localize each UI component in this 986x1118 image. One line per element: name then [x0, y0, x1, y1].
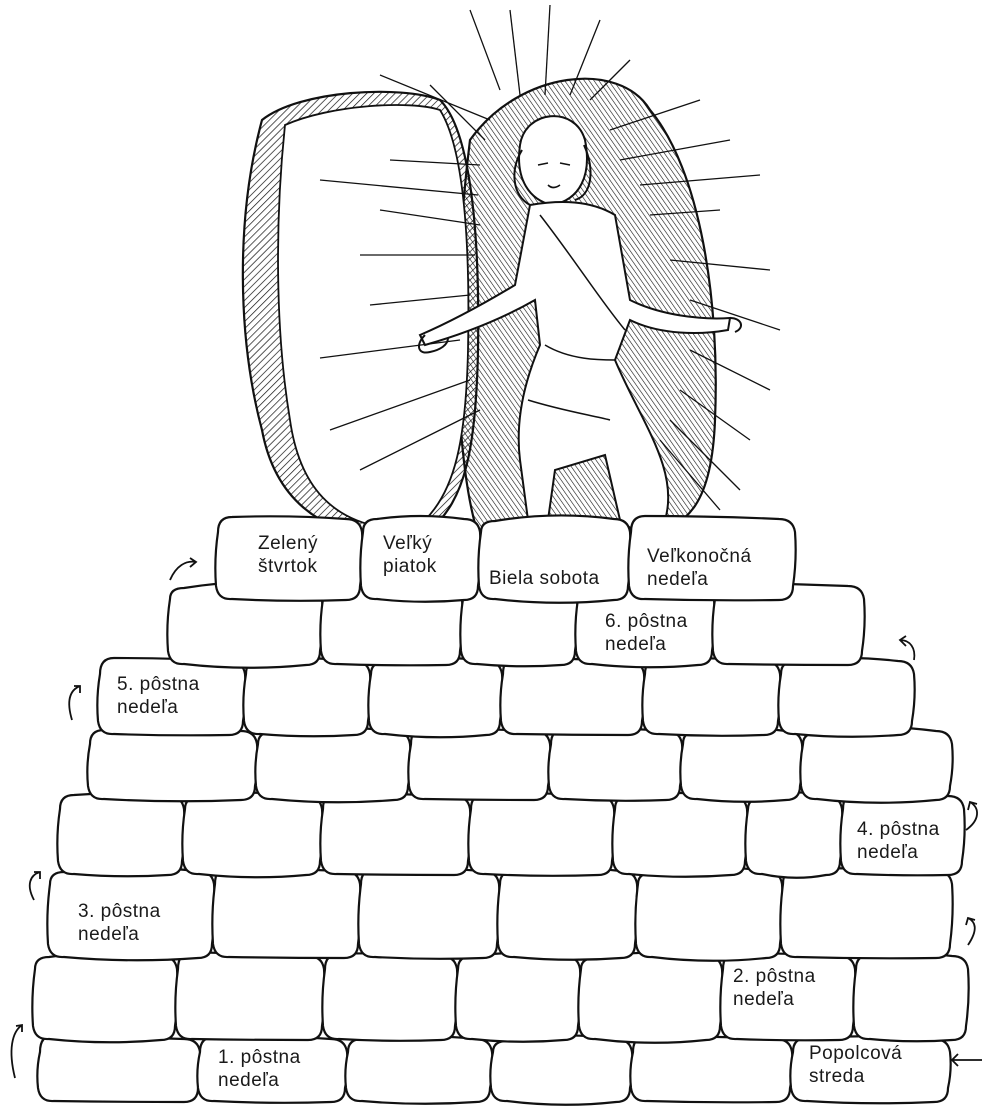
step-velkonocna-nedela-line-2: nedeľa [647, 568, 752, 591]
stone [578, 952, 722, 1042]
stone [635, 867, 782, 960]
stone [368, 658, 502, 738]
step-postna-4-line-2: nedeľa [857, 841, 940, 864]
stone [320, 792, 470, 875]
step-velky-piatok-line-2: piatok [383, 555, 437, 578]
stone [87, 728, 257, 801]
stone [497, 868, 637, 960]
stone [612, 793, 747, 877]
stone [37, 1035, 200, 1102]
step-postna-1-line-2: nedeľa [218, 1069, 301, 1092]
stone [358, 868, 499, 958]
step-postna-1-line-1: 1. pôstna [218, 1046, 301, 1069]
stone [455, 953, 580, 1042]
stone [548, 728, 682, 800]
stone [255, 728, 410, 803]
step-postna-2[interactable]: 2. pôstna nedeľa [733, 965, 816, 1011]
step-postna-3-line-2: nedeľa [78, 923, 161, 946]
stone [500, 657, 644, 735]
stone [680, 728, 802, 802]
step-velkonocna-nedela[interactable]: Veľkonočná nedeľa [647, 545, 752, 591]
stone [853, 953, 968, 1041]
stone [243, 658, 370, 736]
stone [642, 658, 780, 735]
step-zeleny-stvrtok-line-2: štvrtok [258, 555, 318, 578]
step-postna-5-line-1: 5. pôstna [117, 673, 200, 696]
step-postna-3[interactable]: 3. pôstna nedeľa [78, 900, 161, 946]
stone [175, 952, 324, 1040]
stone [800, 727, 952, 802]
step-postna-6[interactable]: 6. pôstna nedeľa [605, 610, 688, 656]
rolled-stone [243, 92, 478, 540]
stone [745, 792, 842, 877]
step-postna-6-line-2: nedeľa [605, 633, 688, 656]
step-postna-6-line-1: 6. pôstna [605, 610, 688, 633]
stone-wall [32, 515, 968, 1104]
stone [32, 953, 177, 1043]
stone [182, 793, 322, 878]
step-postna-4[interactable]: 4. pôstna nedeľa [857, 818, 940, 864]
step-velky-piatok[interactable]: Veľký piatok [383, 532, 437, 578]
step-zeleny-stvrtok[interactable]: Zelený štvrtok [258, 532, 318, 578]
step-postna-3-line-1: 3. pôstna [78, 900, 161, 923]
stone [57, 793, 184, 876]
step-postna-2-line-2: nedeľa [733, 988, 816, 1011]
stone [780, 868, 952, 958]
step-zeleny-stvrtok-line-1: Zelený [258, 532, 318, 555]
step-popolcova-streda[interactable]: Popolcová streda [809, 1042, 902, 1088]
step-biela-sobota-line-1: Biela sobota [489, 567, 600, 590]
step-velky-piatok-line-1: Veľký [383, 532, 437, 555]
step-postna-1[interactable]: 1. pôstna nedeľa [218, 1046, 301, 1092]
step-biela-sobota[interactable]: Biela sobota [489, 567, 600, 590]
stone [345, 1036, 492, 1104]
stone [778, 658, 914, 737]
step-velkonocna-nedela-line-1: Veľkonočná [647, 545, 752, 568]
step-postna-4-line-1: 4. pôstna [857, 818, 940, 841]
stone [468, 793, 614, 875]
step-postna-5-line-2: nedeľa [117, 696, 200, 719]
step-popolcova-streda-line-2: streda [809, 1065, 902, 1088]
step-popolcova-streda-line-1: Popolcová [809, 1042, 902, 1065]
stone [322, 953, 457, 1040]
stone [630, 1036, 792, 1102]
stone [490, 1035, 632, 1104]
stone [212, 867, 360, 958]
step-postna-5[interactable]: 5. pôstna nedeľa [117, 673, 200, 719]
step-postna-2-line-1: 2. pôstna [733, 965, 816, 988]
